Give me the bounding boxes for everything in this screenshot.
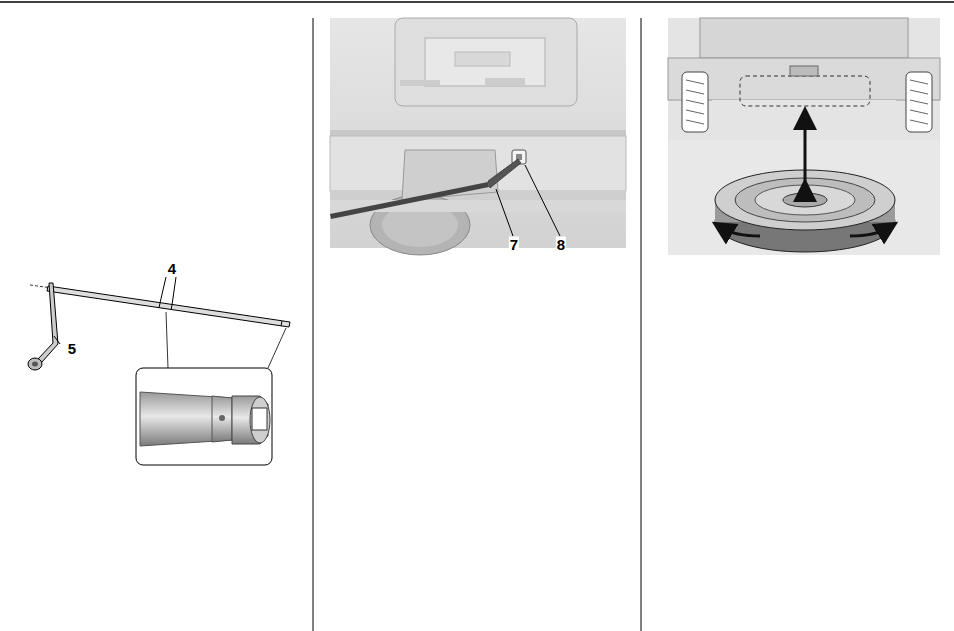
callout-number: 7 — [509, 237, 519, 252]
callout-number: 5 — [67, 341, 77, 356]
callout-number: 4 — [167, 261, 177, 276]
callout-number: 8 — [556, 237, 566, 252]
